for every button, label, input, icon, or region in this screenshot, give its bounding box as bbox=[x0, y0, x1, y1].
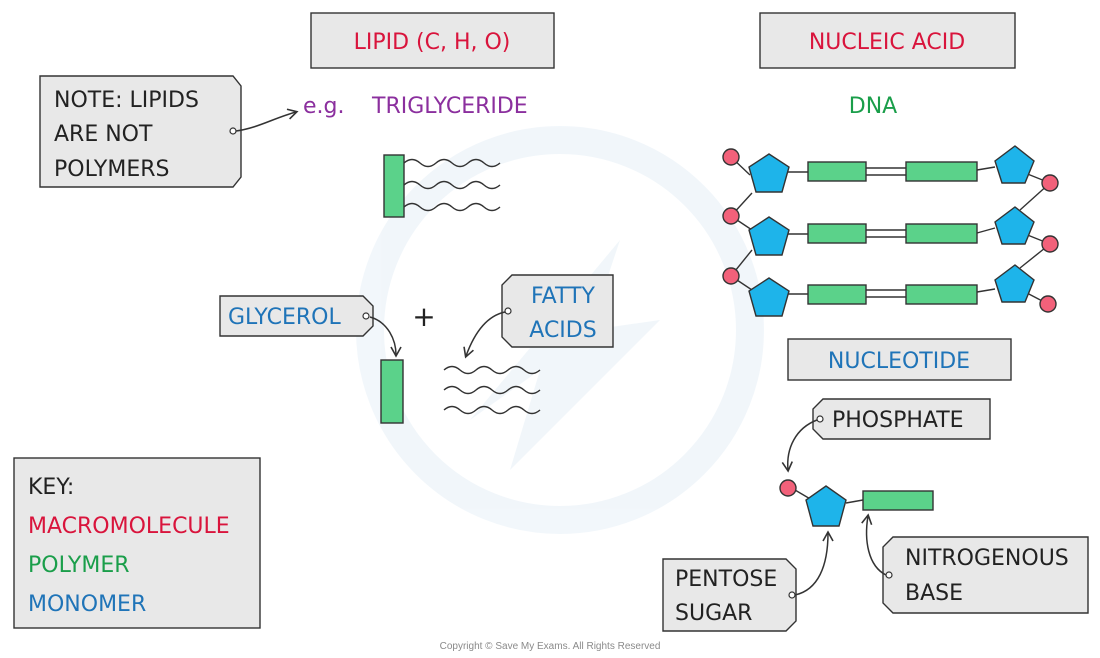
glycerol-tag: GLYCEROL bbox=[219, 295, 374, 337]
fatty-acid-chain bbox=[403, 202, 501, 212]
phosphate-circle bbox=[722, 207, 740, 225]
sugar-pentagon bbox=[748, 216, 790, 256]
key-macromolecule: MACROMOLECULE bbox=[28, 514, 230, 539]
fatty-line-2: ACIDS bbox=[529, 318, 596, 343]
fatty-acid-wave bbox=[443, 405, 541, 415]
base-line-2: BASE bbox=[905, 581, 963, 606]
sugar-pentagon bbox=[994, 145, 1035, 184]
copyright: Copyright © Save My Exams. All Rights Re… bbox=[440, 641, 661, 652]
watermark-logo bbox=[356, 126, 764, 534]
nucleotide-title: NUCLEOTIDE bbox=[828, 349, 970, 374]
base-block bbox=[905, 161, 978, 182]
fatty-acids-arrow bbox=[463, 311, 506, 359]
glycerol-block bbox=[383, 154, 405, 218]
glycerol-label: GLYCEROL bbox=[228, 305, 341, 330]
fatty-acid-wave bbox=[443, 365, 541, 375]
note-arrow bbox=[235, 108, 299, 132]
nucleotide-diagram bbox=[779, 479, 934, 527]
key-polymer: POLYMER bbox=[28, 553, 130, 578]
key-heading: KEY: bbox=[28, 475, 74, 500]
fatty-acid-chain bbox=[403, 180, 501, 190]
key-box: KEY: MACROMOLECULE POLYMER MONOMER bbox=[13, 457, 261, 629]
dna-row-2 bbox=[722, 206, 1059, 256]
pentose-tag: PENTOSE SUGAR bbox=[662, 558, 797, 632]
phosphate-circle bbox=[722, 267, 740, 285]
base-line-1: NITROGENOUS bbox=[905, 546, 1069, 571]
fatty-acid-chain bbox=[403, 158, 501, 168]
nucleic-title: NUCLEIC ACID bbox=[809, 30, 965, 55]
base-block bbox=[862, 490, 934, 511]
fatty-acid-wave bbox=[443, 385, 541, 395]
fatty-line-1: FATTY bbox=[531, 284, 595, 309]
base-block bbox=[807, 223, 867, 244]
sugar-pentagon bbox=[994, 206, 1035, 245]
note-tag: NOTE: LIPIDS ARE NOT POLYMERS bbox=[39, 75, 242, 188]
triglyceride-label: TRIGLYCERIDE bbox=[371, 94, 528, 119]
phosphate-tag: PHOSPHATE bbox=[812, 398, 991, 440]
phosphate-label: PHOSPHATE bbox=[832, 408, 964, 433]
base-block bbox=[905, 223, 978, 244]
dna-row-3 bbox=[722, 264, 1057, 317]
fatty-acid-monomers bbox=[443, 365, 541, 415]
pentose-line-1: PENTOSE bbox=[675, 567, 777, 592]
nucleic-title-box: NUCLEIC ACID bbox=[759, 12, 1016, 69]
phosphate-circle bbox=[1039, 295, 1057, 313]
lipid-title: LIPID (C, H, O) bbox=[354, 30, 511, 55]
plus-sign: + bbox=[412, 300, 435, 333]
phosphate-circle bbox=[1041, 174, 1059, 192]
glycerol-arrow bbox=[369, 316, 402, 358]
note-line-2: ARE NOT bbox=[54, 122, 153, 147]
pentose-arrow bbox=[794, 530, 834, 596]
lipid-title-box: LIPID (C, H, O) bbox=[310, 12, 555, 69]
phosphate-circle bbox=[722, 148, 740, 166]
pentose-line-2: SUGAR bbox=[675, 601, 752, 626]
base-arrow bbox=[861, 513, 887, 576]
phosphate-arrow bbox=[781, 419, 818, 473]
dna-ladder bbox=[722, 145, 1059, 317]
eg-prefix: e.g. bbox=[303, 94, 345, 119]
note-line-3: POLYMERS bbox=[54, 157, 170, 182]
phosphate-circle bbox=[779, 479, 797, 497]
base-block bbox=[807, 161, 867, 182]
nucleotide-title-box: NUCLEOTIDE bbox=[787, 338, 1012, 381]
sugar-pentagon bbox=[748, 277, 790, 317]
base-tag: NITROGENOUS BASE bbox=[882, 536, 1089, 614]
dna-label: DNA bbox=[849, 94, 897, 119]
phosphate-circle bbox=[1041, 235, 1059, 253]
note-line-1: NOTE: LIPIDS bbox=[54, 88, 199, 113]
base-block bbox=[807, 284, 867, 305]
key-monomer: MONOMER bbox=[28, 592, 146, 617]
sugar-pentagon bbox=[994, 264, 1035, 303]
base-block bbox=[905, 284, 978, 305]
fatty-acids-tag: FATTY ACIDS bbox=[501, 274, 614, 348]
dna-row-1 bbox=[722, 145, 1059, 193]
glycerol-monomer bbox=[380, 359, 404, 424]
triglyceride-diagram bbox=[383, 154, 501, 218]
sugar-pentagon bbox=[748, 153, 790, 193]
sugar-pentagon bbox=[805, 485, 847, 527]
